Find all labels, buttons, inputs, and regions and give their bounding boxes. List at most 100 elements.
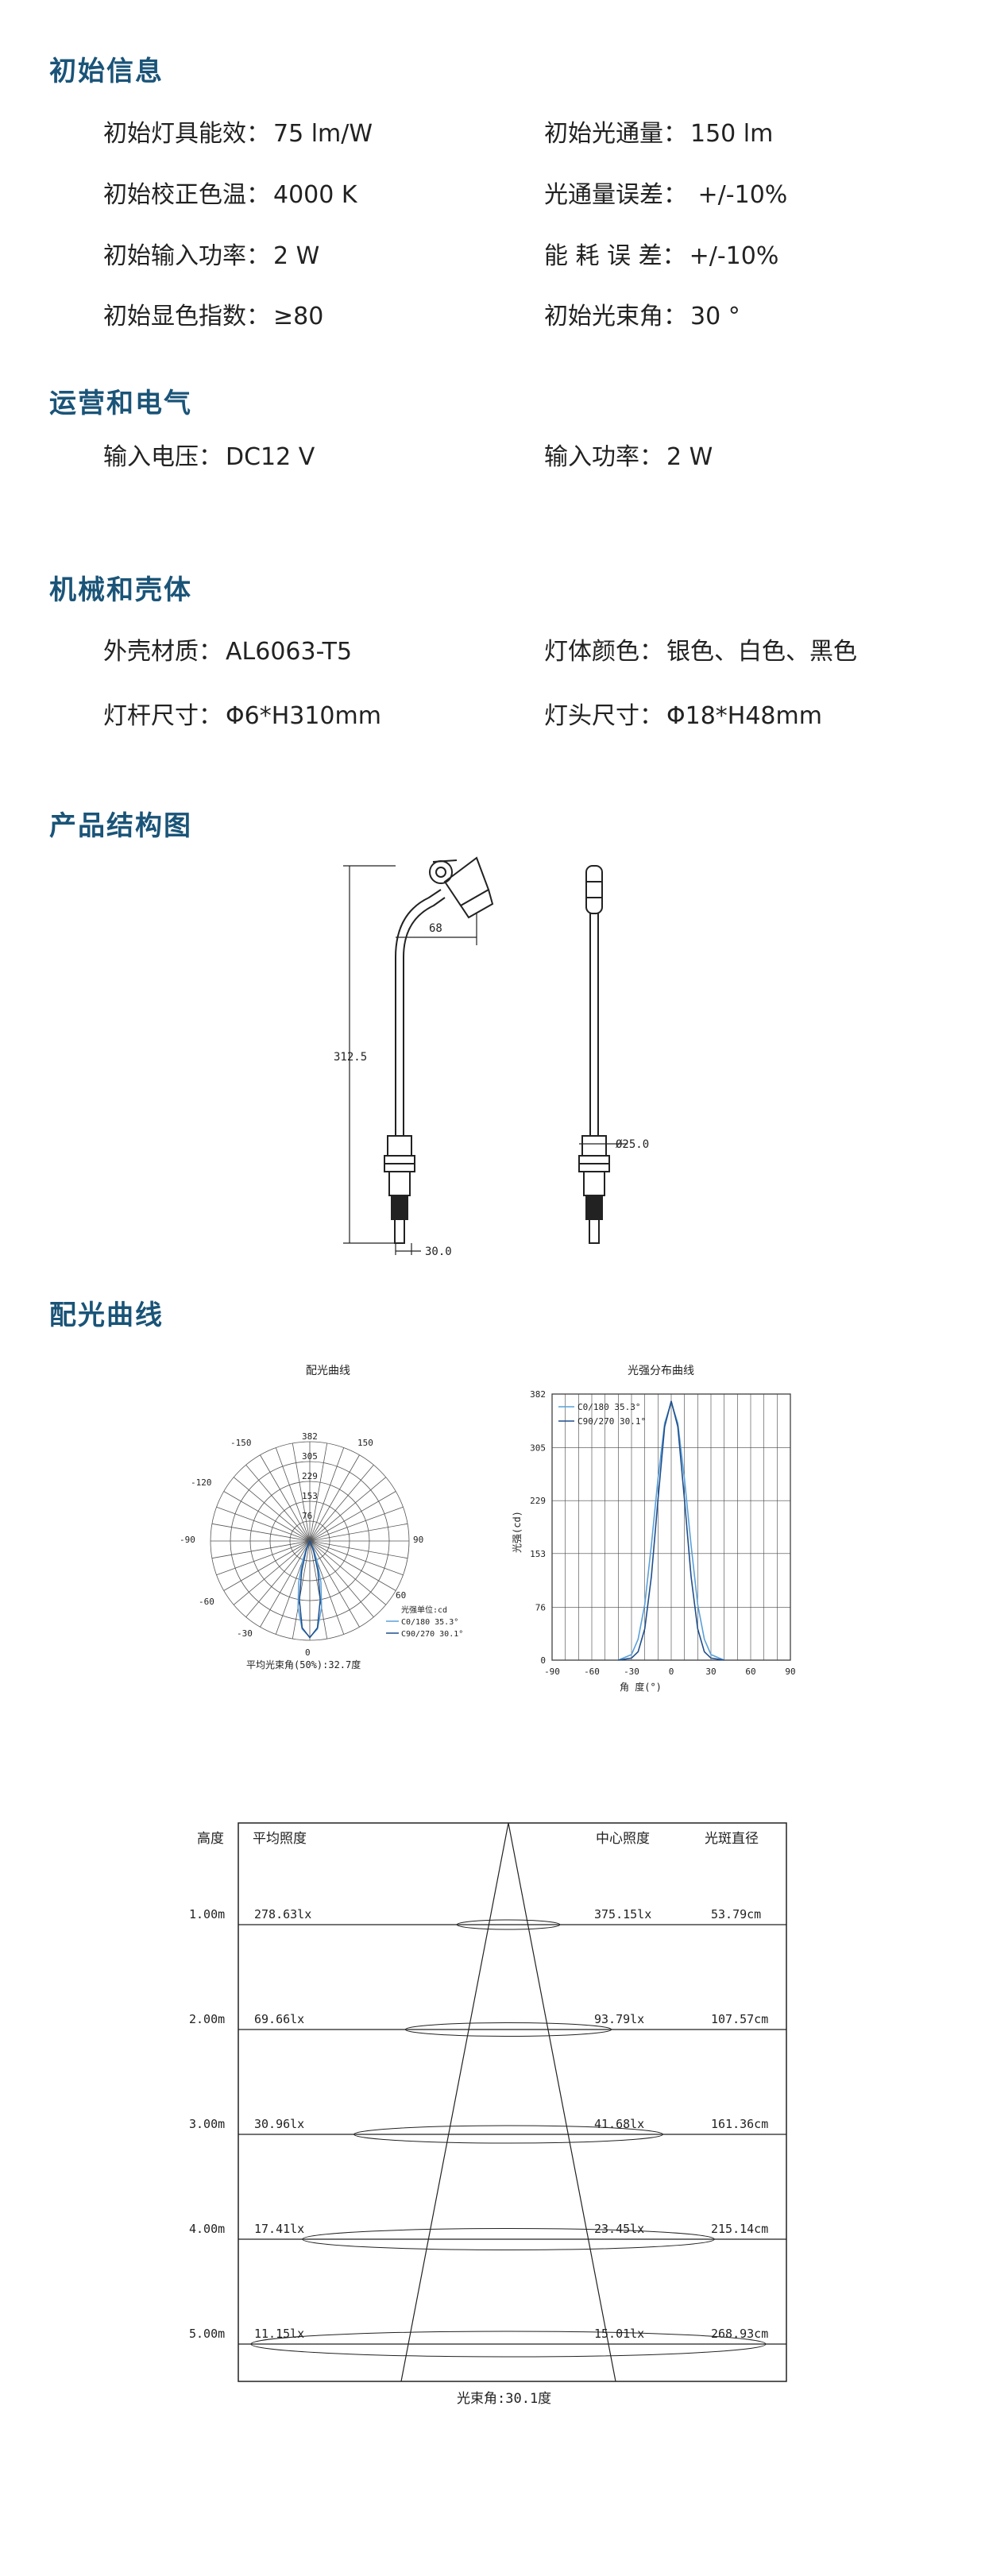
cone-row-height: 3.00m [189,2117,225,2131]
spec-label: 灯杆尺寸： [103,702,222,730]
spec-initial-efficacy: 初始灯具能效：75 lm/W [103,114,373,149]
polar-spoke [292,1442,311,1542]
section-title-mechanical: 机械和壳体 [49,574,192,606]
front-pole-inner [403,897,446,1136]
spec-initial-flux: 初始光通量：150 lm [544,114,773,149]
polar-spoke [223,1540,311,1591]
polar-spoke [309,1540,374,1618]
polar-angle-label: 0 [305,1647,311,1658]
polar-spoke [275,1447,311,1542]
section-title-photometric: 配光曲线 [49,1300,164,1331]
polar-spoke [309,1464,374,1542]
cone-row-avg: 11.15lx [254,2327,304,2341]
section-title-structure: 产品结构图 [49,810,192,842]
spec-value: AL6063-T5 [226,638,353,666]
polar-spoke [223,1491,311,1542]
chart-xtick-label: 30 [705,1666,716,1677]
section-title-initial: 初始信息 [49,56,164,87]
polar-spoke [216,1506,311,1542]
spec-value: 银色、白色、黑色 [666,638,857,666]
polar-spoke [309,1477,387,1542]
chart-ytick-label: 153 [530,1549,546,1559]
intensity-chart: 光强分布曲线 光强(cd) 角 度(°) 076153229305382-90-… [512,1365,796,1693]
polar-spoke [309,1454,360,1542]
polar-legend-unit: 光强单位:cd [401,1605,447,1615]
polar-spoke [309,1491,396,1542]
cone-row-center: 15.01lx [594,2327,644,2341]
polar-angle-label: -60 [199,1597,214,1607]
polar-angle-label: -120 [191,1477,212,1488]
polar-spoke [245,1464,311,1542]
polar-spoke [260,1540,311,1628]
spec-label: 初始校正色温： [103,181,270,209]
spec-label: 初始显色指数： [103,303,270,330]
spec-value: +/-10% [689,242,779,270]
spec-label: 初始光束角： [544,303,687,330]
polar-spoke [233,1477,311,1542]
polar-angle-label: 150 [357,1438,373,1448]
spec-input-power: 输入功率：2 W [544,437,713,472]
spec-body-color: 灯体颜色：银色、白色、黑色 [544,631,857,666]
spec-housing-material: 外壳材质：AL6063-T5 [103,631,352,666]
section-title-electrical: 运营和电气 [49,388,192,419]
chart-series-line [618,1400,724,1661]
polar-spoke [292,1540,311,1639]
cone-spot-ellipse [353,2125,663,2144]
spec-value: 2 W [273,242,320,270]
cone-row-avg: 17.41lx [254,2222,304,2236]
polar-curve [299,1539,321,1639]
polar-spoke [309,1540,328,1639]
polar-angle-label: 90 [413,1535,423,1545]
chart-xtick-label: -30 [624,1666,639,1677]
chart-ylabel: 光强(cd) [512,1511,523,1553]
cone-spot-ellipse [302,2228,715,2250]
cone-header-diameter: 光斑直径 [705,1831,759,1847]
chart-xtick-label: 60 [745,1666,755,1677]
spec-value: 75 lm/W [273,120,373,148]
cone-spot-ellipse [250,2331,767,2358]
spec-value: Φ18*H48mm [666,702,822,730]
spec-initial-beam-angle: 初始光束角：30 ° [544,296,740,331]
spec-label: 初始光通量： [544,120,687,148]
chart-xtick-label: 90 [785,1666,795,1677]
polar-spoke [245,1540,311,1618]
polar-spoke [309,1447,345,1542]
chart-ytick-label: 229 [530,1496,546,1506]
cone-row-avg: 30.96lx [254,2117,304,2131]
cone-row-avg: 278.63lx [254,1907,311,1921]
cone-row-center: 23.45lx [594,2222,644,2236]
cone-row-center: 375.15lx [594,1907,651,1921]
cone-row-diameter: 268.93cm [711,2327,768,2341]
chart-ytick-label: 0 [540,1655,546,1666]
polar-spoke [309,1540,404,1576]
chart-legend-label: C90/270 30.1° [577,1416,646,1427]
spec-value: Φ6*H310mm [226,702,381,730]
cone-header-avg: 平均照度 [253,1831,307,1847]
polar-spoke [309,1540,387,1605]
spec-label: 光通量误差： [544,181,687,209]
cone-row-diameter: 161.36cm [711,2117,768,2131]
polar-spoke [260,1454,311,1542]
polar-ring-label: 382 [302,1431,318,1442]
polar-spoke [309,1540,360,1628]
front-base [384,1135,415,1244]
cone-row-center: 41.68lx [594,2117,644,2131]
spec-label: 能 耗 误 差： [544,242,686,270]
spec-label: 初始灯具能效： [103,120,270,148]
polar-ring-label: 153 [302,1491,318,1501]
side-view [578,865,628,1244]
spec-label: 输入功率： [544,443,663,471]
polar-legend-c90: C90/270 30.1° [401,1630,463,1639]
cone-frame [238,1822,787,2382]
spec-value: 150 lm [690,120,774,148]
spec-label: 灯体颜色： [544,638,663,666]
cone-row-diameter: 107.57cm [711,2012,768,2026]
dim-diameter-label: Ø25.0 [616,1138,649,1151]
polar-title: 配光曲线 [306,1365,350,1377]
cone-row-diameter: 215.14cm [711,2222,768,2236]
polar-angle-label: -30 [237,1628,253,1639]
lamp-head [429,856,494,919]
spec-power-tolerance: 能 耗 误 差：+/-10% [544,236,778,271]
